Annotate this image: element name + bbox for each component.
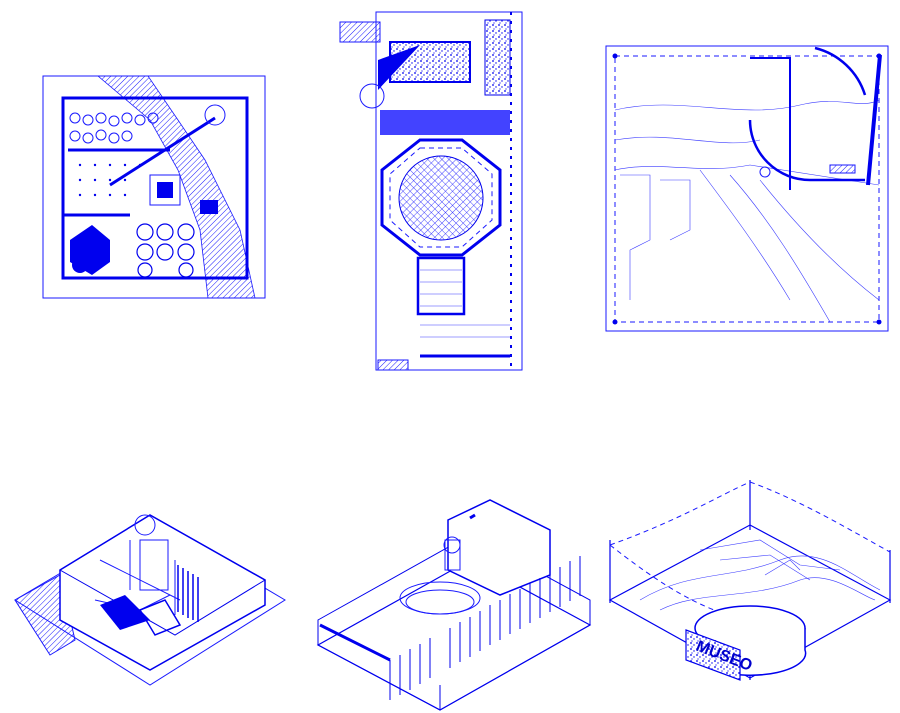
plan-courtyard-house [42,75,266,299]
axo-courtyard-house [14,514,286,686]
plan-octagon-pavilion [339,11,523,371]
axo-octagon-pavilion [316,499,592,711]
plan-topographic-site [605,45,889,332]
axo-museum-site: MUSEO [608,480,892,681]
